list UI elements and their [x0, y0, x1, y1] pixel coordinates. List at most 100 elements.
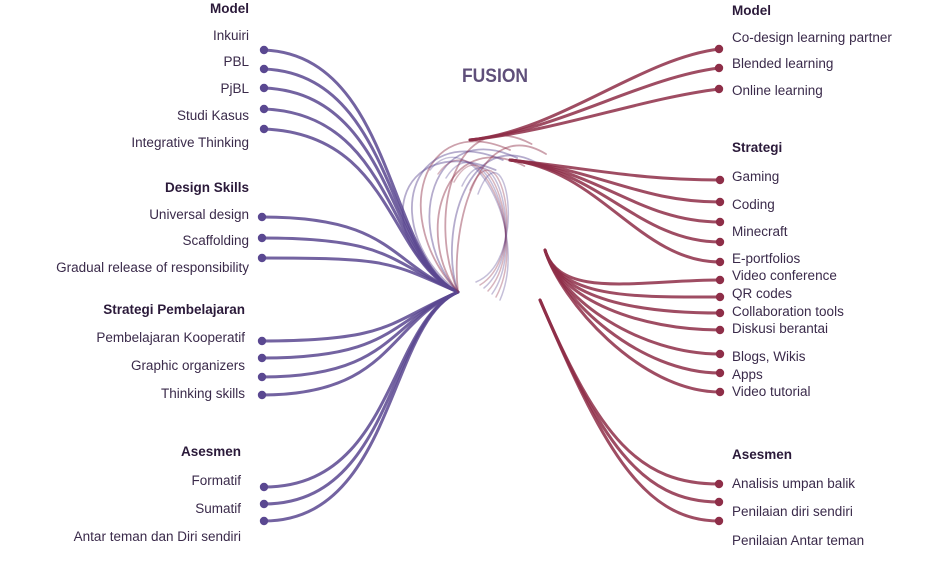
right-item-qr-codes: QR codes	[732, 286, 793, 301]
right-endpoint-dot	[715, 308, 725, 318]
right-connector	[543, 248, 722, 356]
right-item-penilaian-antar-teman: Penilaian Antar teman	[732, 533, 865, 548]
right-heading-model: Model	[732, 3, 771, 18]
left-item-integrative-thinking: Integrative Thinking	[131, 135, 249, 150]
right-endpoint-dot	[714, 84, 724, 94]
left-endpoint-dot	[257, 372, 267, 382]
left-item-studi-kasus: Studi Kasus	[176, 108, 249, 123]
fusion-weave	[437, 159, 508, 298]
right-endpoint-dot	[715, 368, 725, 378]
left-item-universal-design: Universal design	[149, 207, 249, 222]
left-endpoint-dot	[259, 64, 269, 74]
right-item-blogs-wikis: Blogs, Wikis	[732, 349, 806, 364]
right-endpoint-dot	[715, 387, 725, 397]
right-item-diskusi-berantai: Diskusi berantai	[732, 321, 829, 336]
left-item-graphic-organizers: Graphic organizers	[130, 358, 245, 373]
right-connector	[468, 87, 721, 142]
left-endpoint-dot	[259, 482, 269, 492]
left-item-pembelajaran-kooperatif: Pembelajaran Kooperatif	[96, 330, 245, 345]
right-item-collaboration-tools: Collaboration tools	[732, 304, 844, 319]
fusion-loop	[411, 150, 504, 293]
right-item-blended-learning: Blended learning	[732, 56, 834, 71]
fusion-loop	[419, 140, 511, 293]
left-item-gradual-release: Gradual release of responsibility	[56, 260, 249, 275]
right-item-online-learning: Online learning	[732, 83, 823, 98]
right-endpoint-dot	[715, 175, 725, 185]
fusion-loop	[401, 160, 497, 293]
fusion-loop	[455, 144, 547, 293]
left-item-sumatif: Sumatif	[195, 501, 241, 516]
right-heading-asesmen: Asesmen	[732, 447, 793, 462]
left-endpoint-dot	[257, 336, 267, 346]
left-endpoint-dot	[257, 233, 267, 243]
right-endpoint-dot	[715, 197, 725, 207]
right-endpoint-dot	[715, 349, 725, 359]
left-connector	[260, 256, 460, 294]
left-connector	[262, 290, 460, 523]
right-endpoint-dot	[714, 516, 724, 526]
fusion-weave	[469, 169, 508, 286]
left-endpoint-dot	[257, 253, 267, 263]
fusion-loop	[436, 156, 526, 293]
right-item-minecraft: Minecraft	[732, 224, 788, 239]
right-endpoint-dot	[714, 44, 724, 54]
left-item-pjbl: PjBL	[220, 81, 249, 96]
left-heading-design-skills: Design Skills	[164, 180, 249, 195]
right-item-video-tutorial: Video tutorial	[732, 384, 811, 399]
diagram-title: FUSION	[462, 66, 529, 87]
left-connector	[262, 290, 460, 506]
fusion-weave	[475, 172, 509, 283]
left-connector	[260, 290, 460, 360]
fusion-weave	[453, 164, 507, 292]
right-endpoint-dot	[715, 325, 725, 335]
right-endpoint-dot	[714, 63, 724, 73]
left-connector	[260, 290, 460, 397]
left-endpoint-dot	[259, 124, 269, 134]
left-endpoint-dot	[259, 516, 269, 526]
left-endpoint-dot	[257, 390, 267, 400]
right-item-analisis-umpan-balik: Analisis umpan balik	[732, 476, 856, 491]
right-connector	[508, 158, 722, 264]
right-endpoint-dot	[715, 257, 725, 267]
left-heading-model: Model	[210, 1, 249, 16]
fusion-weave	[429, 156, 509, 301]
right-heading-strategi: Strategi	[732, 140, 783, 155]
right-connector	[508, 158, 722, 182]
left-endpoint-dot	[259, 499, 269, 509]
fusion-weave	[461, 167, 507, 289]
right-endpoint-dot	[715, 237, 725, 247]
right-endpoint-dot	[715, 217, 725, 227]
left-item-antar-teman-diri-sendiri: Antar teman dan Diri sendiri	[73, 529, 241, 544]
fusion-weave	[445, 161, 507, 295]
right-item-video-conference: Video conference	[732, 268, 837, 283]
left-endpoint-dot	[257, 212, 267, 222]
right-endpoint-dot	[714, 497, 724, 507]
left-item-inkuiri: Inkuiri	[212, 28, 249, 43]
left-heading-strategi-pembelajaran: Strategi Pembelajaran	[103, 302, 245, 317]
fusion-loop	[444, 134, 533, 293]
right-item-co-design: Co-design learning partner	[732, 30, 892, 45]
right-endpoint-dot	[715, 292, 725, 302]
left-endpoint-dot	[259, 104, 269, 114]
left-item-thinking-skills: Thinking skills	[160, 386, 245, 401]
fusion-loop	[451, 154, 540, 293]
left-endpoint-dot	[259, 45, 269, 55]
right-item-penilaian-diri-sendiri: Penilaian diri sendiri	[732, 504, 853, 519]
left-item-scaffolding: Scaffolding	[182, 233, 249, 248]
left-connector	[262, 127, 460, 294]
right-connector	[543, 248, 722, 394]
left-heading-asesmen: Asesmen	[180, 444, 241, 459]
left-item-pbl: PBL	[223, 54, 249, 69]
right-endpoint-dot	[715, 275, 725, 285]
right-item-e-portfolios: E-portfolios	[732, 251, 801, 266]
right-item-coding: Coding	[732, 197, 775, 212]
left-endpoint-dot	[257, 353, 267, 363]
right-item-gaming: Gaming	[732, 169, 780, 184]
left-item-formatif: Formatif	[191, 473, 241, 488]
right-item-apps: Apps	[732, 367, 763, 382]
fusion-loop	[428, 148, 519, 293]
right-endpoint-dot	[714, 479, 724, 489]
right-connector	[538, 298, 721, 523]
